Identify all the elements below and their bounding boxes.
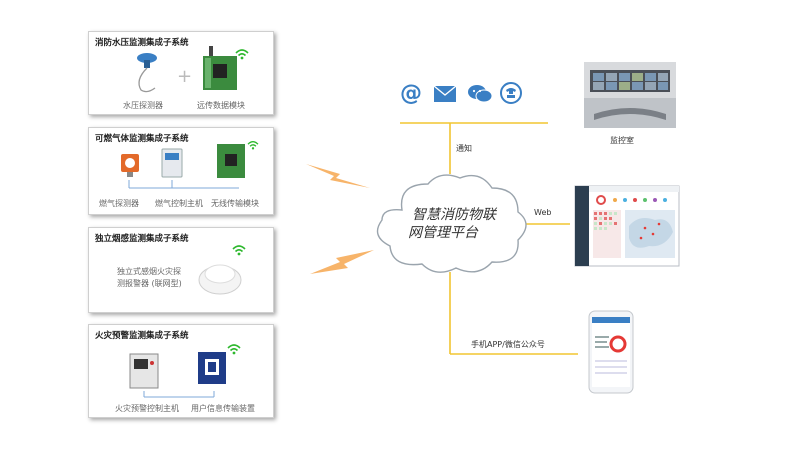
plus-icon: + — [177, 66, 193, 87]
water-subsystem-title: 消防水压监测集成子系统 — [95, 38, 189, 48]
gas-detector-icon — [121, 154, 139, 177]
wechat-icon — [468, 85, 493, 103]
user-info-transmitter-icon — [198, 352, 226, 384]
fire-wiring-lines — [143, 391, 215, 398]
fire-subsystem-title: 火灾预警监测集成子系统 — [95, 331, 189, 341]
cloud-platform-shape — [376, 174, 527, 273]
wifi-icon — [235, 49, 249, 60]
wifi-icon — [232, 245, 246, 256]
smoke-detector-icon — [198, 264, 242, 295]
gas-controller-icon — [161, 148, 183, 178]
smoke-subsystem-panel: 独立烟感监测集成子系统 独立式感烟火灾探 测报警器 (联网型) — [88, 227, 274, 313]
platform-name-line1: 智慧消防物联 — [412, 207, 496, 223]
smoke-device-label-line2: 测报警器 (联网型) — [117, 279, 182, 288]
wifi-icon — [247, 141, 259, 150]
monitor-room-label: 监控室 — [610, 136, 634, 145]
wireless-module-icon — [217, 144, 245, 178]
water-sensor-label: 水压探测器 — [123, 101, 163, 110]
water-pressure-subsystem-panel: 消防水压监测集成子系统 + 水压探测器 远传数据模块 — [88, 31, 274, 115]
mobile-app-screenshot — [588, 310, 634, 394]
water-pressure-sensor-icon — [137, 53, 157, 93]
smoke-subsystem-title: 独立烟感监测集成子系统 — [95, 234, 189, 244]
wifi-icon — [227, 344, 241, 355]
fire-transmitter-label: 用户信息传输装置 — [191, 404, 255, 413]
gas-wiring-lines — [128, 180, 239, 189]
phone-icon — [500, 82, 522, 104]
monitoring-room-photo — [584, 62, 676, 128]
mobile-app-label: 手机APP/微信公众号 — [471, 340, 545, 349]
lightning-upper-icon — [306, 164, 370, 188]
gas-subsystem-panel: 可燃气体监测集成子系统 燃气探测器 燃气控制主机 无线传输模块 — [88, 127, 274, 215]
remote-data-module-icon — [203, 46, 237, 90]
gas-detector-label: 燃气探测器 — [99, 199, 139, 208]
gas-subsystem-title: 可燃气体监测集成子系统 — [95, 134, 189, 144]
email-at-icon: @ — [400, 81, 422, 106]
web-label: Web — [534, 208, 552, 217]
gas-controller-label: 燃气控制主机 — [155, 199, 203, 208]
mail-envelope-icon — [433, 85, 457, 102]
platform-name-line2: 网管理平台 — [408, 225, 478, 241]
lightning-lower-icon — [310, 250, 374, 274]
smoke-device-label-line1: 独立式感烟火灾探 — [117, 267, 181, 276]
water-module-label: 远传数据模块 — [197, 101, 245, 110]
notify-label: 通知 — [456, 144, 472, 153]
gas-module-label: 无线传输模块 — [211, 199, 259, 208]
fire-subsystem-panel: 火灾预警监测集成子系统 火灾预警控制主机 用户信息传输装置 — [88, 324, 274, 418]
web-dashboard-screenshot — [574, 185, 680, 267]
fire-controller-label: 火灾预警控制主机 — [115, 404, 179, 413]
fire-controller-icon — [129, 353, 159, 389]
